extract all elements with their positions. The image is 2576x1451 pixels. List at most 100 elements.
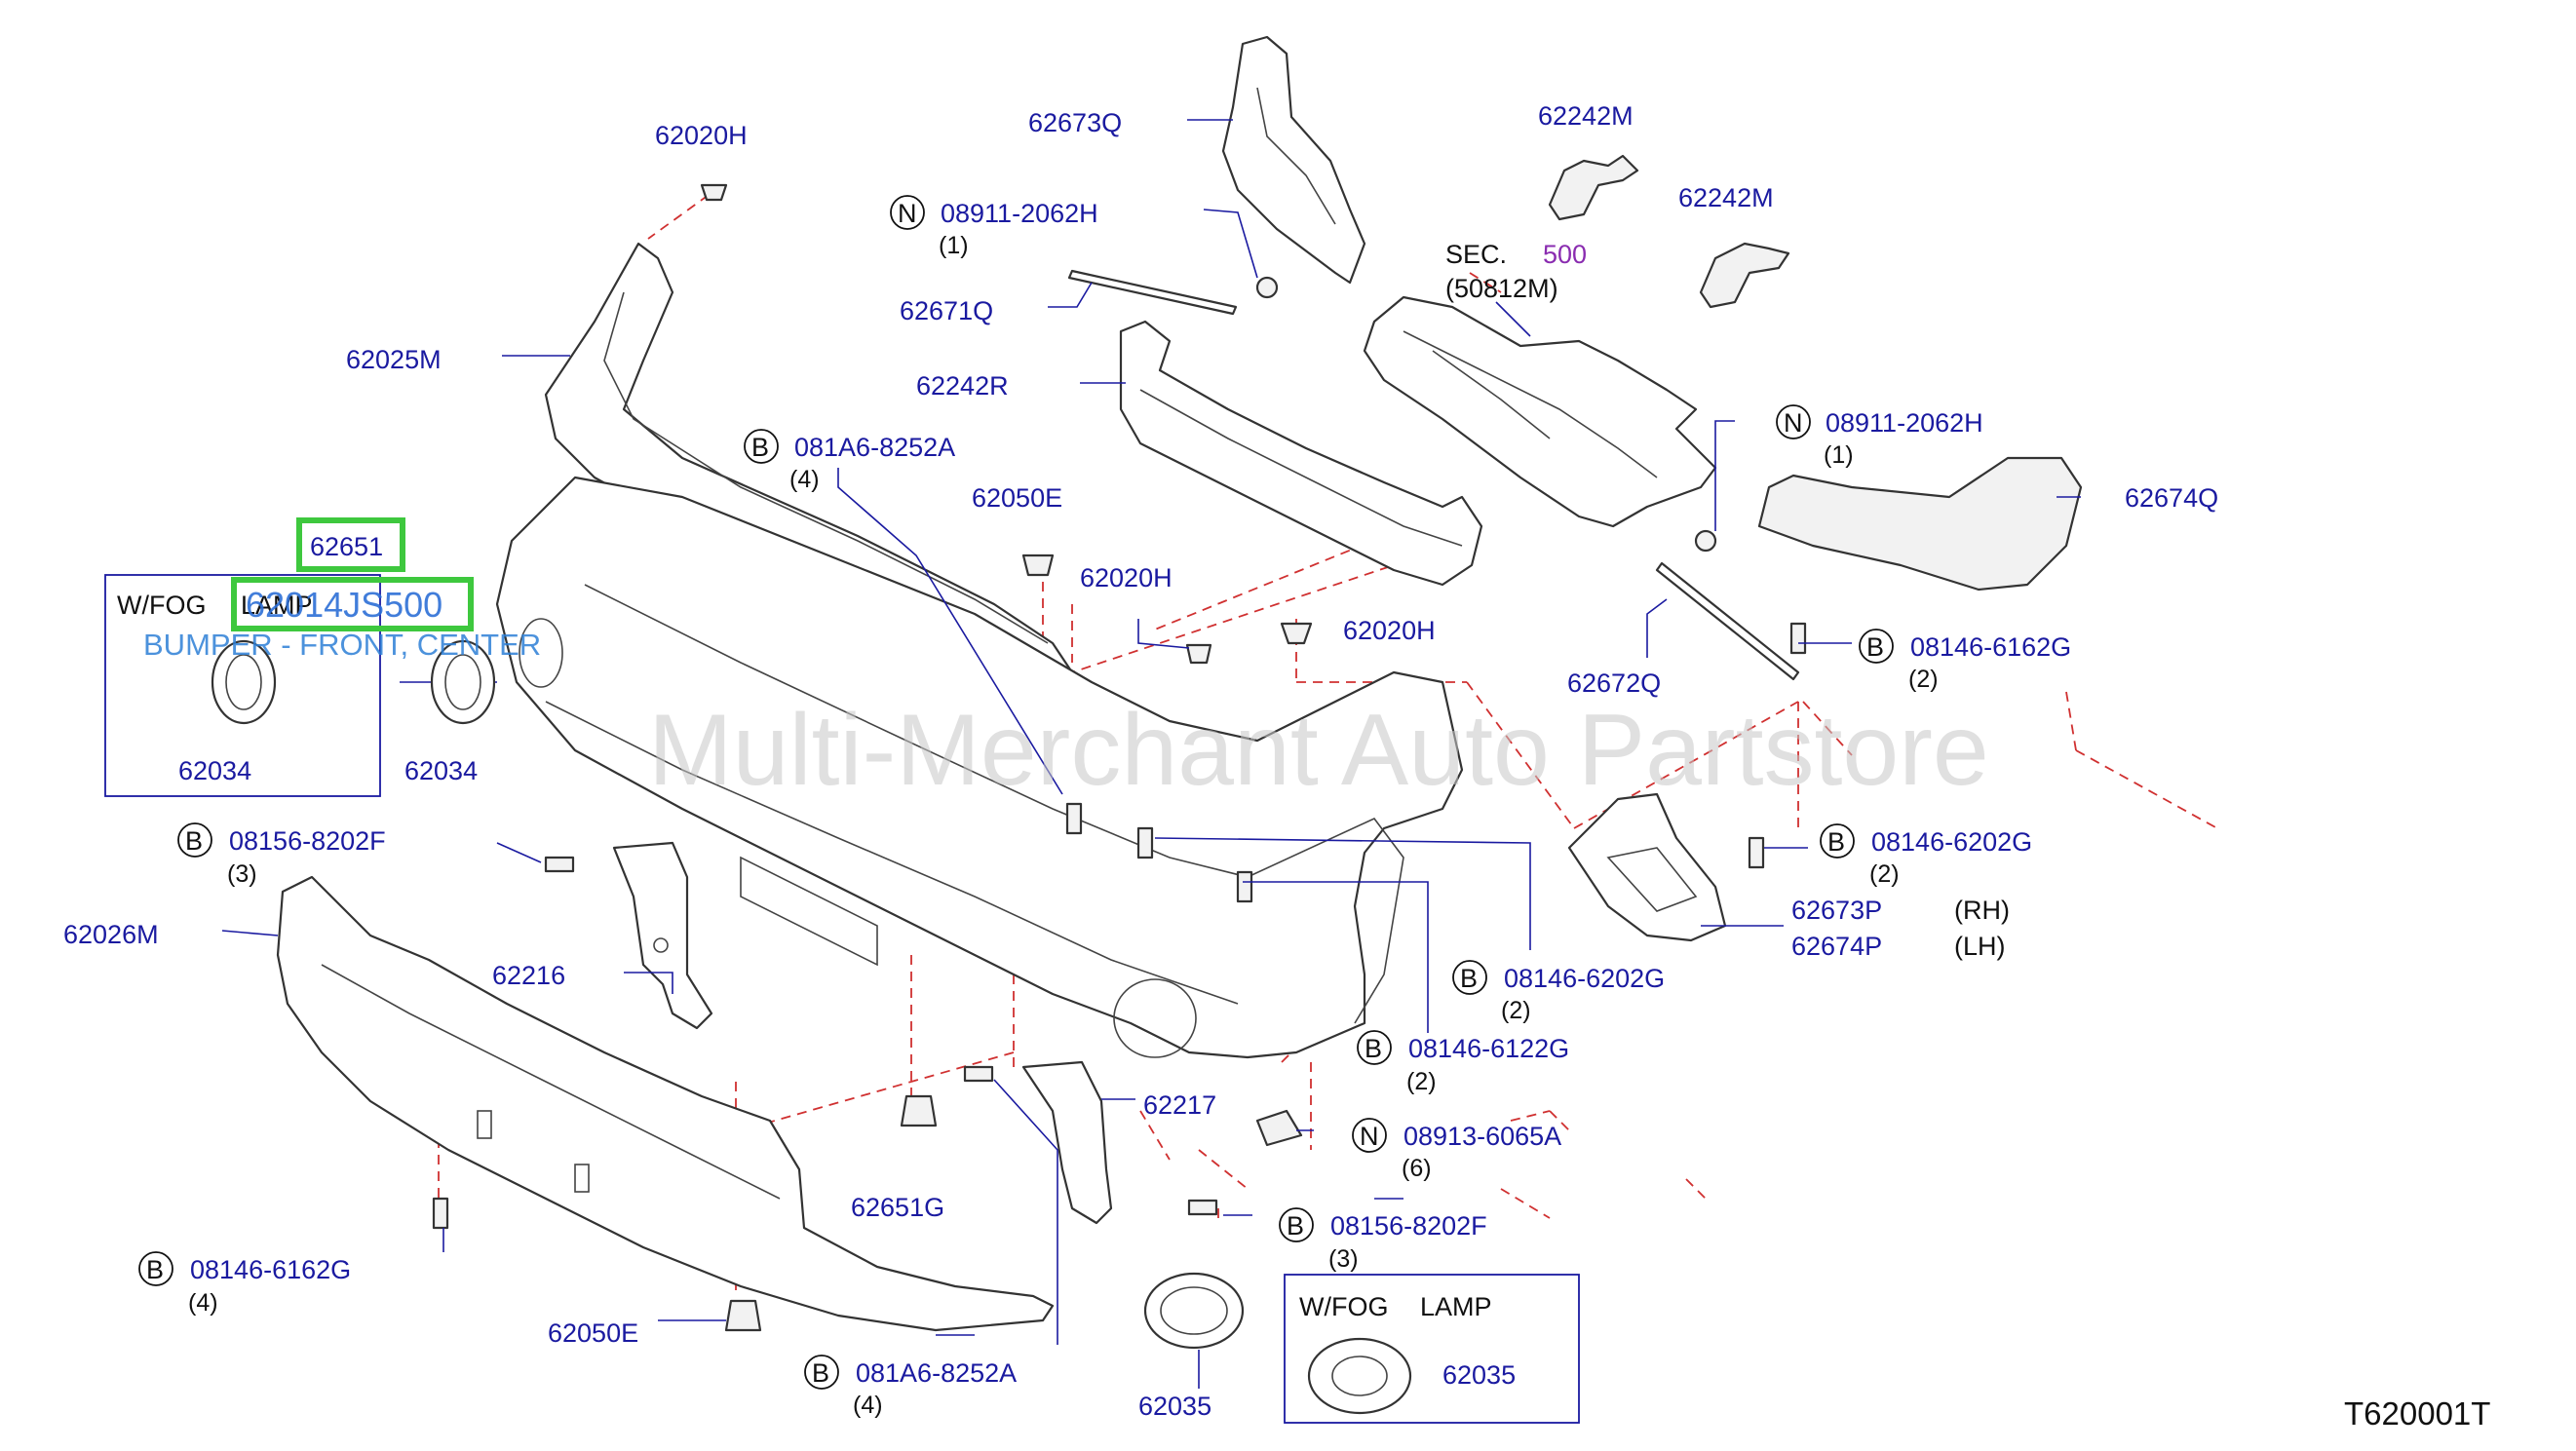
code-letter: B <box>1827 827 1845 857</box>
label-62035-box[interactable]: 62035 <box>1442 1360 1516 1390</box>
label-62020h-mid[interactable]: 62020H <box>1080 563 1173 592</box>
qty-08156-left: (3) <box>227 860 257 888</box>
part-62217-bracket <box>1021 1060 1113 1225</box>
qty-08911-a: (1) <box>939 232 969 259</box>
code-letter: B <box>146 1255 164 1284</box>
label-62242m-b[interactable]: 62242M <box>1678 183 1774 212</box>
code-letter: N <box>1360 1122 1379 1151</box>
label-62651g[interactable]: 62651G <box>851 1193 944 1222</box>
label-08146-6162g-left[interactable]: 08146-6162G <box>190 1255 351 1284</box>
highlight-box-catalog-code <box>231 577 474 631</box>
section-prefix: SEC. <box>1445 240 1507 269</box>
label-62216[interactable]: 62216 <box>492 961 565 990</box>
label-08146-6202g-right[interactable]: 08146-6202G <box>1871 827 2032 857</box>
code-letter: B <box>1460 964 1478 993</box>
section-ref: (50812M) <box>1445 274 1558 303</box>
code-letter: B <box>1287 1211 1304 1241</box>
label-62020h-top[interactable]: 62020H <box>655 121 748 150</box>
code-circle-b <box>804 1355 839 1390</box>
part-62242r-reinforcement <box>1119 320 1483 587</box>
label-62674q[interactable]: 62674Q <box>2125 483 2218 513</box>
label-62651[interactable]: 62651 <box>310 532 383 561</box>
section-number[interactable]: 500 <box>1543 240 1587 269</box>
label-08146-6122g[interactable]: 08146-6122G <box>1408 1034 1569 1063</box>
part-62242m-bracket-b <box>1699 242 1790 309</box>
label-08156-8202f-bottom[interactable]: 08156-8202F <box>1330 1211 1487 1241</box>
label-62242m-a[interactable]: 62242M <box>1538 101 1634 131</box>
qty-08911-b: (1) <box>1824 441 1854 469</box>
code-letter: B <box>812 1358 829 1388</box>
qty-08146-6122g: (2) <box>1406 1068 1437 1095</box>
qty-08913: (6) <box>1402 1155 1432 1182</box>
code-circle-n <box>890 195 925 230</box>
label-08911-2062h-b[interactable]: 08911-2062H <box>1826 408 1983 438</box>
code-letter: B <box>751 433 769 462</box>
code-letter: B <box>1866 632 1884 662</box>
part-50812m-undercover <box>1363 295 1717 528</box>
part-nut-08911-b <box>1694 529 1717 553</box>
label-08146-6162g-right[interactable]: 08146-6162G <box>1910 632 2071 662</box>
part-62673q-bracket <box>1221 35 1366 285</box>
code-circle-b <box>1859 629 1894 664</box>
label-62673p[interactable]: 62673P <box>1791 896 1882 925</box>
part-62651-bumper-front-center <box>495 476 1464 1059</box>
label-08146-6202g-mid[interactable]: 08146-6202G <box>1504 964 1665 993</box>
label-62034[interactable]: 62034 <box>404 756 478 785</box>
fasteners <box>432 183 1807 1332</box>
part-62672q-rod <box>1655 561 1800 681</box>
qty-08146-6202g-right: (2) <box>1869 860 1900 888</box>
side-62673p: (RH) <box>1954 896 2010 925</box>
label-62025m[interactable]: 62025M <box>346 345 442 374</box>
code-circle-b <box>177 822 212 858</box>
label-62050e-top[interactable]: 62050E <box>972 483 1062 513</box>
part-62674q-retainer <box>1757 456 2083 592</box>
label-62034-box[interactable]: 62034 <box>178 756 251 785</box>
code-circle-b <box>1279 1207 1314 1242</box>
label-08913-6065a[interactable]: 08913-6065A <box>1403 1122 1561 1151</box>
fog-lamp-box-bottom <box>1284 1274 1580 1424</box>
qty-081a6-top: (4) <box>789 466 820 493</box>
label-62035[interactable]: 62035 <box>1138 1392 1211 1421</box>
label-081a6-8252a-top[interactable]: 081A6-8252A <box>794 433 955 462</box>
fog-box-bottom-title-b: LAMP <box>1420 1292 1492 1321</box>
label-62217[interactable]: 62217 <box>1143 1090 1216 1120</box>
label-08911-2062h-a[interactable]: 08911-2062H <box>941 199 1098 228</box>
label-081a6-8252a-bottom[interactable]: 081A6-8252A <box>856 1358 1017 1388</box>
qty-08146-6162g-left: (4) <box>188 1289 218 1317</box>
leader-lines <box>221 119 2081 1389</box>
code-circle-n <box>1776 404 1811 439</box>
part-62034-fog-cover <box>430 639 496 725</box>
label-62020h-right[interactable]: 62020H <box>1343 616 1436 645</box>
diagram-code: T620001T <box>2344 1395 2490 1432</box>
label-62050e-bottom[interactable]: 62050E <box>548 1318 638 1348</box>
code-circle-n <box>1352 1118 1387 1153</box>
code-circle-b <box>1820 823 1855 859</box>
catalog-code[interactable]: 62014JS500 <box>246 585 442 625</box>
code-circle-b <box>744 429 779 464</box>
qty-081a6-bottom: (4) <box>853 1392 883 1419</box>
side-62674p: (LH) <box>1954 932 2006 961</box>
part-62242m-bracket-a <box>1548 154 1639 221</box>
label-08156-8202f-left[interactable]: 08156-8202F <box>229 826 386 856</box>
part-description[interactable]: BUMPER - FRONT, CENTER <box>143 628 541 662</box>
label-62673q[interactable]: 62673Q <box>1028 108 1122 137</box>
label-62242r[interactable]: 62242R <box>916 371 1009 401</box>
label-62026m[interactable]: 62026M <box>63 920 159 949</box>
part-62216-bracket <box>612 841 713 1030</box>
code-letter: N <box>1784 408 1803 438</box>
part-62034-fog-cover-box <box>211 639 277 725</box>
part-62035-fog-cover <box>1143 1272 1245 1350</box>
label-62674p[interactable]: 62674P <box>1791 932 1882 961</box>
code-letter: N <box>898 199 917 228</box>
watermark: Multi-Merchant Auto Partstore <box>648 694 1989 807</box>
part-62026m-lower-absorber <box>276 875 1055 1332</box>
label-62671q[interactable]: 62671Q <box>900 296 993 325</box>
label-62672q[interactable]: 62672Q <box>1567 668 1661 698</box>
part-nut-08911-a <box>1255 276 1279 299</box>
fog-lamp-box-left <box>104 574 381 797</box>
qty-08156-bottom: (3) <box>1328 1245 1359 1273</box>
fog-box-bottom-title-a: W/FOG <box>1299 1292 1388 1321</box>
part-62671q-rod <box>1067 269 1238 316</box>
